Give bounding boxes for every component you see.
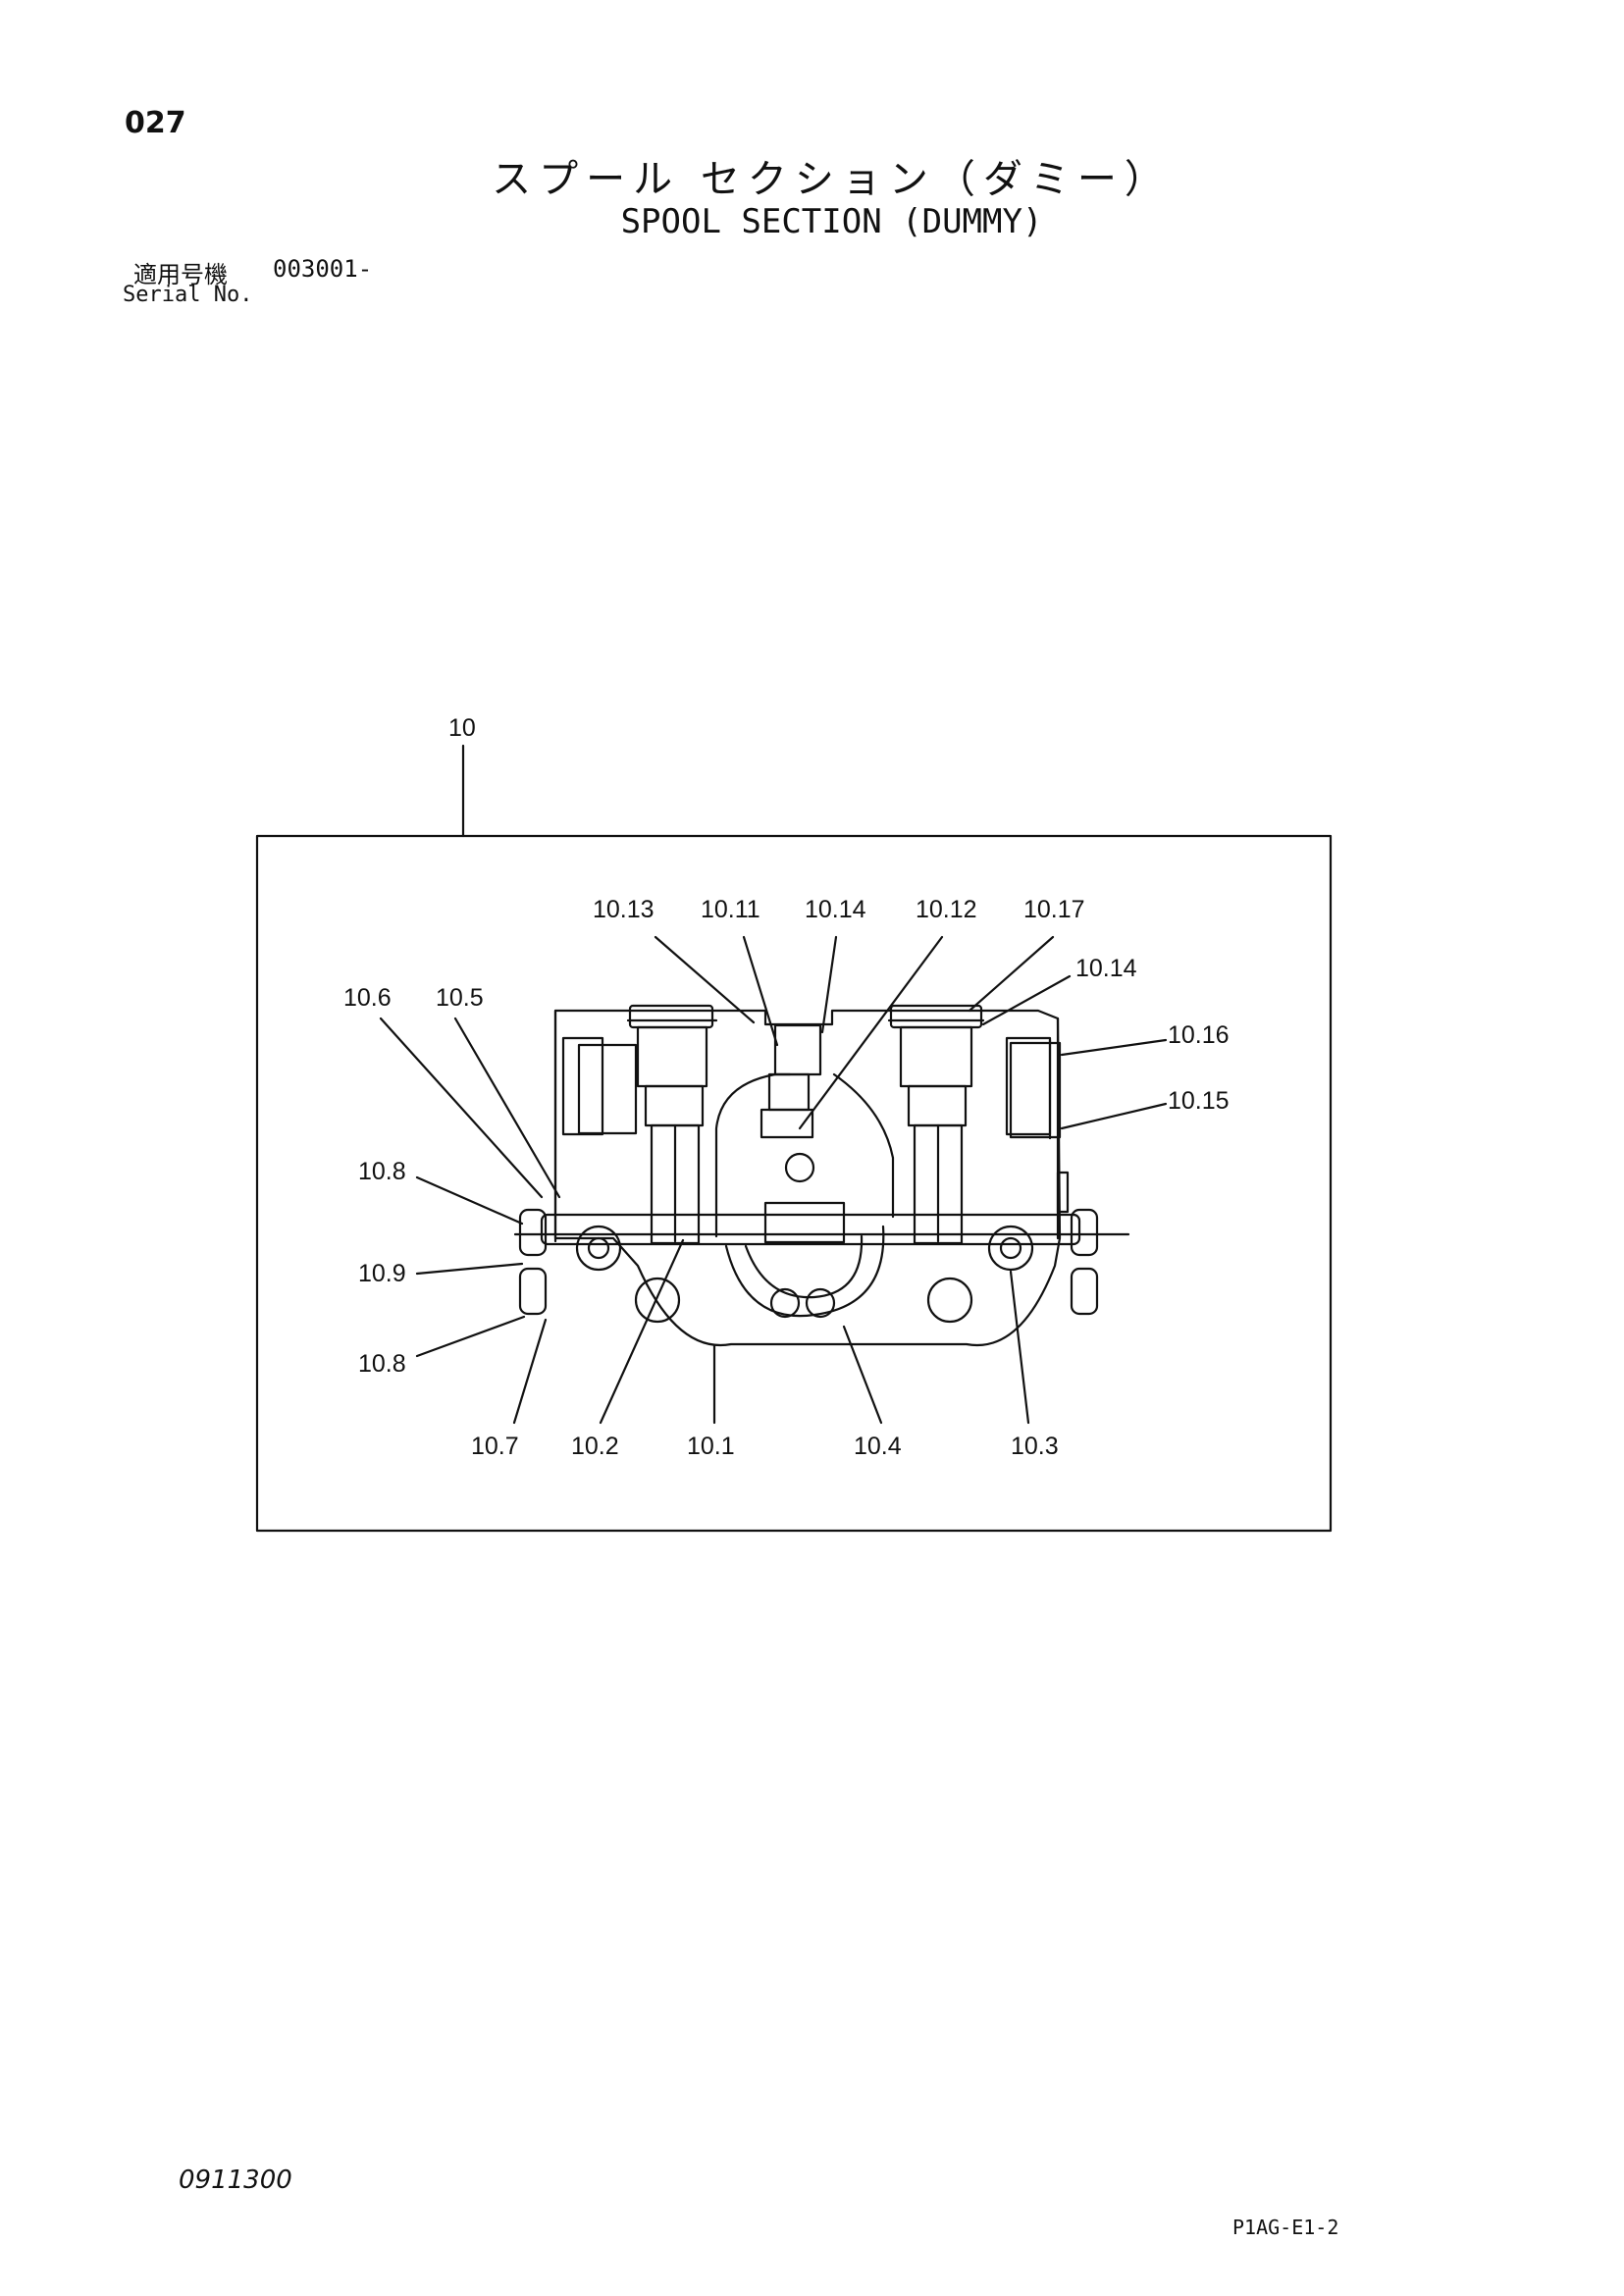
right-plug-upper bbox=[1005, 1036, 1052, 1136]
callout-10-13: 10.13 bbox=[593, 896, 655, 923]
top-left-plug bbox=[628, 1004, 714, 1029]
callout-10-8-lower: 10.8 bbox=[358, 1350, 406, 1378]
page-number: 027 bbox=[125, 106, 186, 140]
title-english: SPOOL SECTION (DUMMY) bbox=[620, 202, 1043, 241]
frame-border bbox=[255, 834, 1333, 1533]
callout-10-4: 10.4 bbox=[854, 1433, 902, 1460]
callout-10-15: 10.15 bbox=[1168, 1087, 1230, 1115]
left-plug-upper bbox=[561, 1036, 604, 1136]
right-end-cap bbox=[1070, 1208, 1099, 1257]
assembly-label: 10 bbox=[448, 714, 476, 742]
callout-10-14-top: 10.14 bbox=[805, 896, 866, 923]
serial-label-japanese: 適用号機 bbox=[133, 261, 228, 288]
callout-10-14-right: 10.14 bbox=[1075, 955, 1137, 982]
callout-10-9: 10.9 bbox=[358, 1260, 406, 1287]
callout-10-2: 10.2 bbox=[571, 1433, 619, 1460]
callout-10-11: 10.11 bbox=[701, 896, 760, 923]
serial-label-english: Serial No. bbox=[123, 283, 253, 307]
callout-10-7: 10.7 bbox=[471, 1433, 519, 1460]
top-right-plug bbox=[889, 1004, 983, 1029]
sheet-code: P1AG-E1-2 bbox=[1232, 2216, 1339, 2239]
callout-10-8-upper: 10.8 bbox=[358, 1158, 406, 1185]
callout-10-3: 10.3 bbox=[1011, 1433, 1059, 1460]
callout-10-17: 10.17 bbox=[1023, 896, 1085, 923]
document-code: 0911300 bbox=[179, 2166, 292, 2195]
serial-value: 003001- bbox=[273, 255, 373, 283]
callout-10-5: 10.5 bbox=[436, 984, 484, 1012]
left-end-cap bbox=[518, 1208, 548, 1257]
callout-10-12: 10.12 bbox=[916, 896, 977, 923]
callout-10-16: 10.16 bbox=[1168, 1021, 1230, 1049]
callout-10-6: 10.6 bbox=[343, 984, 392, 1012]
callout-10-1: 10.1 bbox=[687, 1433, 735, 1460]
title-japanese: スプール セクション（ダミー） bbox=[492, 157, 1172, 202]
spool bbox=[540, 1213, 1081, 1246]
